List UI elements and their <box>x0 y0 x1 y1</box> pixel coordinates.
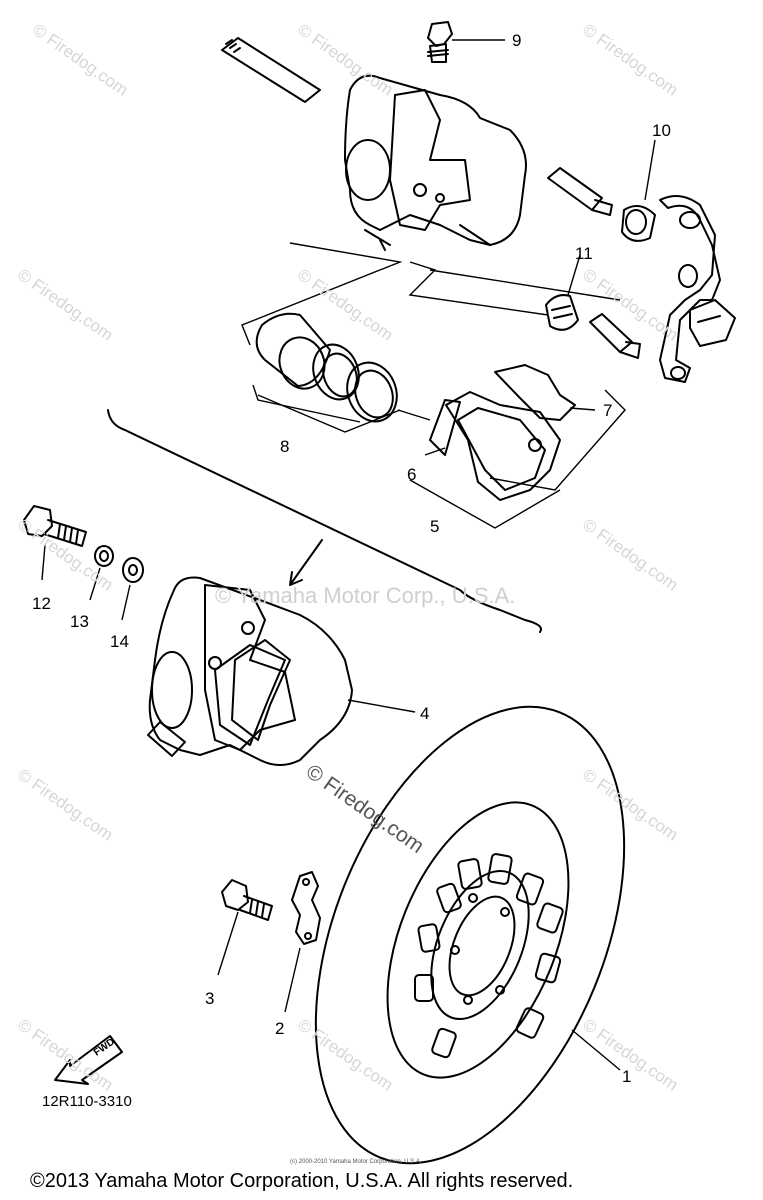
copyright-notice: ©2013 Yamaha Motor Corporation, U.S.A. A… <box>30 1170 574 1192</box>
piston-and-seals <box>255 312 401 433</box>
lower-caliper-assembly <box>147 576 416 766</box>
slide-pin <box>547 139 656 242</box>
label-10: 10 <box>652 121 671 140</box>
diagram-code: 12R110-3310 <box>42 1093 132 1110</box>
label-11: 11 <box>575 244 593 263</box>
label-9: 9 <box>512 31 522 50</box>
label-13: 13 <box>70 612 89 631</box>
upper-caliper-body <box>221 37 527 251</box>
label-8: 8 <box>280 437 290 456</box>
label-1: 1 <box>622 1067 632 1086</box>
forward-arrow <box>54 1035 123 1085</box>
brake-pads <box>424 364 596 501</box>
bleed-screw <box>427 21 505 63</box>
label-5: 5 <box>430 517 440 536</box>
disc-screw-and-plate <box>217 871 321 1013</box>
assembly-arrow <box>289 539 323 586</box>
brake-disc <box>314 705 626 1165</box>
assembly-bracket-line <box>107 409 542 633</box>
boot-and-pin <box>545 254 641 359</box>
label-3: 3 <box>205 989 215 1008</box>
fine-print: (c) 2000-2010 Yamaha Motor Corporation, … <box>290 1159 422 1165</box>
label-4: 4 <box>420 704 430 723</box>
watermark-yamaha: © Yamaha Motor Corp., U.S.A. <box>215 583 516 608</box>
label-2: 2 <box>275 1019 285 1038</box>
caliper-bracket <box>659 195 736 383</box>
label-6: 6 <box>407 465 417 484</box>
bolt-and-washers <box>23 505 144 621</box>
label-7: 7 <box>603 401 613 420</box>
label-14: 14 <box>110 632 129 651</box>
label-12: 12 <box>32 594 51 613</box>
